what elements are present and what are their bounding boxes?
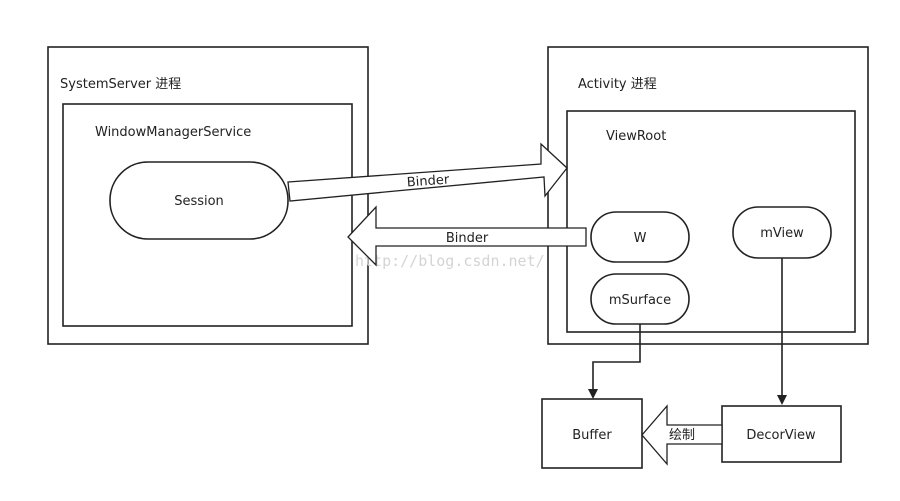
- buffer-box: [541, 398, 643, 469]
- w-node: [590, 211, 690, 263]
- binder-arrow-to-server-label: Binder: [446, 231, 489, 246]
- system-server-title: SystemServer 进程: [60, 77, 181, 92]
- binder-arrow-to-activity: [287, 142, 568, 202]
- session-label: Session: [174, 194, 224, 209]
- w-label: W: [634, 231, 647, 246]
- m-view-label: mView: [760, 226, 804, 241]
- decor-view-box: [721, 405, 842, 463]
- buffer-label: Buffer: [572, 428, 612, 443]
- window-manager-service-title: WindowManagerService: [95, 125, 251, 140]
- m-surface-to-buffer-arrowhead: [588, 389, 598, 399]
- m-view-to-decor-view-arrowhead: [777, 395, 787, 405]
- draw-arrow: [641, 404, 723, 466]
- m-surface-label: mSurface: [609, 293, 671, 308]
- draw-arrow-label: 绘制: [669, 428, 695, 443]
- binder-arrow-to-activity-label: Binder: [406, 172, 450, 190]
- view-root-title: ViewRoot: [606, 129, 666, 144]
- binder-arrow-to-server: [347, 205, 587, 267]
- decor-view-label: DecorView: [746, 428, 816, 443]
- watermark-text: http://blog.csdn.net/: [355, 252, 545, 270]
- activity-title: Activity 进程: [578, 77, 657, 92]
- session-node: [109, 161, 289, 240]
- m-surface-to-buffer-connector: [592, 324, 641, 390]
